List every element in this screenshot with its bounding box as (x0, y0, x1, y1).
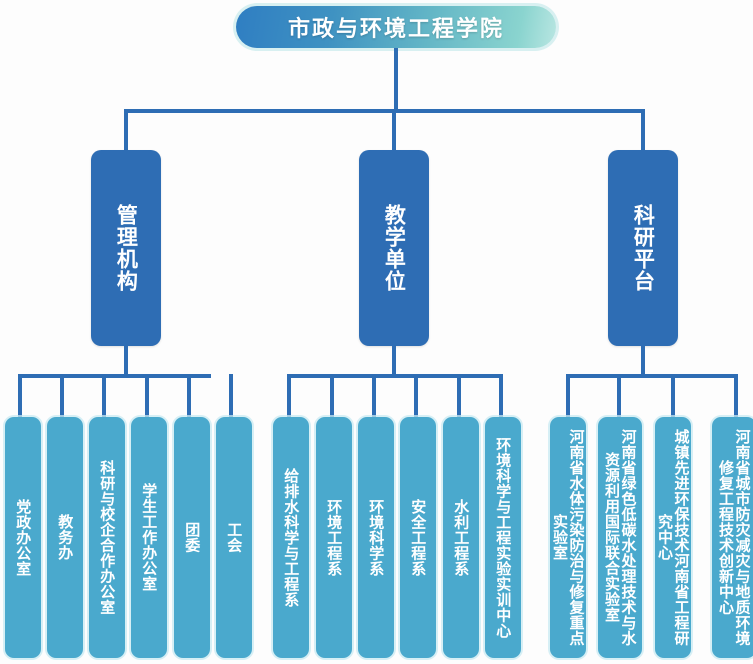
leaf-label: 党政办公室 (14, 498, 33, 577)
leaf-label: 水利工程系 (452, 498, 471, 577)
connector-to-management (124, 109, 128, 154)
leaf-node-research-enterprise-office[interactable]: 科研与校企合作办公室 (89, 417, 125, 658)
connector-research-drop-2 (617, 374, 621, 419)
leaf-label: 团委 (183, 522, 202, 553)
leaf-label: 科研与校企合作办公室 (98, 460, 117, 615)
leaf-node-labor-union[interactable]: 工会 (216, 417, 252, 658)
connector-management-drop-4 (145, 374, 149, 419)
connector-teaching-drop-6 (499, 374, 503, 419)
connector-to-research (641, 109, 645, 154)
connector-level2-bus (124, 109, 645, 113)
connector-teaching-drop-1 (287, 374, 291, 419)
root-node-college[interactable]: 市政与环境工程学院 (236, 6, 556, 48)
connector-teaching-bus (287, 374, 502, 378)
connector-teaching-drop-2 (330, 374, 334, 419)
leaf-node-water-conservancy-dept[interactable]: 水利工程系 (443, 417, 479, 658)
leaf-node-party-admin-office[interactable]: 党政办公室 (5, 417, 41, 658)
leaf-label: 环境科学与工程实验实训中心 (494, 436, 513, 639)
connector-teaching-drop-5 (457, 374, 461, 419)
leaf-node-environmental-science-dept[interactable]: 环境科学系 (358, 417, 394, 658)
branch-node-management[interactable]: 管理机构 (91, 150, 161, 346)
leaf-label: 给排水科学与工程系 (282, 467, 301, 608)
leaf-node-green-lowcarbon-joint-lab[interactable]: 河南省绿色低碳水处理技术与水资源利用国际联合实验室 (598, 417, 642, 658)
connector-management-stem (124, 346, 128, 377)
branch-node-research[interactable]: 科研平台 (608, 150, 678, 346)
leaf-label: 工会 (225, 522, 244, 553)
leaf-label: 学生工作办公室 (140, 483, 159, 592)
connector-root-stem (394, 48, 398, 112)
connector-research-drop-1 (566, 374, 570, 419)
leaf-node-environmental-engineering-dept[interactable]: 环境工程系 (316, 417, 352, 658)
root-node-label: 市政与环境工程学院 (287, 17, 504, 42)
leaf-node-water-supply-drainage-dept[interactable]: 给排水科学与工程系 (273, 417, 309, 658)
leaf-label: 环境科学系 (367, 498, 386, 577)
branch-label-research: 科研平台 (631, 204, 656, 292)
leaf-label: 环境工程系 (325, 498, 344, 577)
connector-research-stem (641, 346, 645, 377)
leaf-node-env-sci-eng-training-center[interactable]: 环境科学与工程实验实训中心 (485, 417, 521, 658)
leaf-label: 河南省绿色低碳水处理技术与水资源利用国际联合实验室 (603, 429, 638, 646)
connector-management-drop-6 (229, 374, 233, 419)
leaf-label: 安全工程系 (409, 498, 428, 577)
leaf-node-advanced-envprotection-research-center[interactable]: 城镇先进环保技术河南省工程研究中心 (655, 417, 691, 658)
connector-to-teaching (392, 109, 396, 154)
connector-research-drop-3 (671, 374, 675, 419)
leaf-label: 河南省城市防灾减灾与地质环境修复工程技术创新中心 (717, 429, 752, 646)
connector-management-bus (18, 374, 211, 378)
connector-management-drop-2 (60, 374, 64, 419)
connector-teaching-drop-4 (414, 374, 418, 419)
connector-research-drop-4 (734, 374, 738, 419)
leaf-node-safety-engineering-dept[interactable]: 安全工程系 (400, 417, 436, 658)
connector-management-drop-3 (102, 374, 106, 419)
connector-teaching-drop-3 (372, 374, 376, 419)
leaf-label: 城镇先进环保技术河南省工程研究中心 (656, 429, 691, 646)
connector-management-drop-5 (187, 374, 191, 419)
leaf-node-water-pollution-key-lab[interactable]: 河南省水体污染防治与修复重点实验室 (550, 417, 586, 658)
leaf-node-disaster-geoenv-innovation-center[interactable]: 河南省城市防灾减灾与地质环境修复工程技术创新中心 (712, 417, 753, 658)
branch-label-management: 管理机构 (114, 204, 139, 292)
leaf-node-student-affairs-office[interactable]: 学生工作办公室 (131, 417, 167, 658)
connector-management-drop-1 (18, 374, 22, 419)
branch-node-teaching[interactable]: 教学单位 (359, 150, 429, 346)
leaf-label: 河南省水体污染防治与修复重点实验室 (551, 429, 586, 646)
leaf-label: 教务办 (56, 514, 75, 561)
branch-label-teaching: 教学单位 (382, 204, 407, 292)
leaf-node-academic-affairs-office[interactable]: 教务办 (47, 417, 83, 658)
connector-research-bus (566, 374, 738, 378)
leaf-node-youth-league-committee[interactable]: 团委 (174, 417, 210, 658)
connector-teaching-stem (392, 346, 396, 377)
